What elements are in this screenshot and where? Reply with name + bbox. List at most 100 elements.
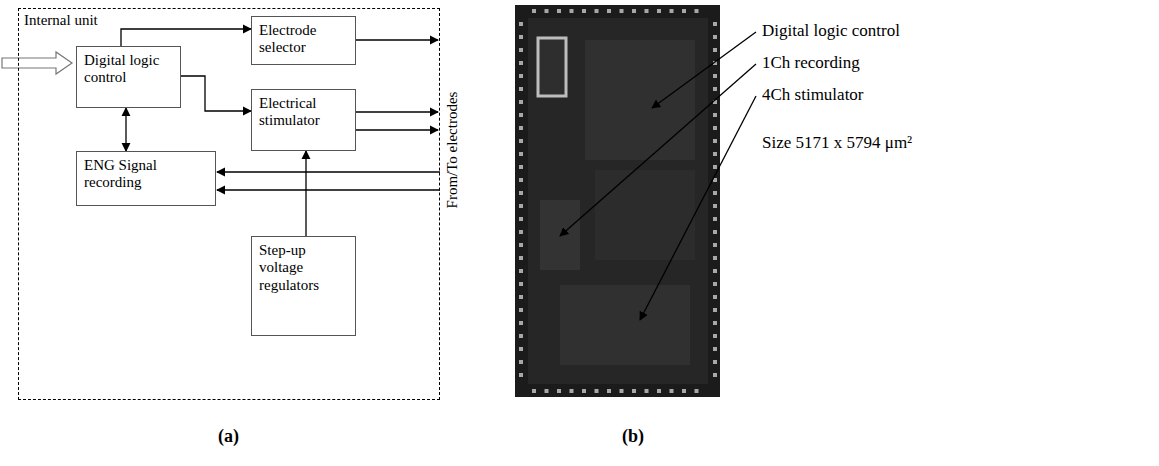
port-label: From/To electrodes	[444, 92, 461, 209]
bond-pad	[519, 139, 523, 143]
bond-pad	[519, 269, 523, 273]
bond-pad	[582, 9, 586, 13]
box-label: Electrical stimulator	[259, 95, 348, 130]
process-box: Step-up voltage regulators	[251, 236, 356, 336]
chip-block	[538, 38, 566, 96]
wire	[355, 129, 438, 130]
unit-title: Internal unit	[24, 12, 98, 29]
bond-pad	[519, 321, 523, 325]
signal-connector	[305, 151, 306, 236]
chip-photo	[515, 5, 720, 397]
bond-pad	[570, 9, 574, 13]
bond-pad	[570, 389, 574, 393]
bond-pad	[519, 373, 523, 377]
bond-pad	[713, 321, 717, 325]
bond-pad	[582, 389, 586, 393]
wire	[355, 111, 438, 112]
bond-pad	[607, 9, 611, 13]
bond-pad	[645, 389, 649, 393]
bond-pad	[632, 9, 636, 13]
chip-block	[540, 200, 580, 270]
bond-pad	[519, 230, 523, 234]
bond-pad	[682, 9, 686, 13]
bond-pad	[713, 347, 717, 351]
bond-pad	[519, 152, 523, 156]
chip-block	[595, 170, 695, 260]
bond-pad	[519, 113, 523, 117]
bond-pad	[695, 9, 699, 13]
process-box: Digital logic control	[76, 46, 181, 108]
bond-pad	[713, 243, 717, 247]
bond-pad	[519, 22, 523, 26]
callout-label: 4Ch stimulator	[762, 85, 864, 105]
bond-pad	[557, 389, 561, 393]
bond-pad	[713, 165, 717, 169]
bond-pad	[713, 48, 717, 52]
bond-pad	[713, 269, 717, 273]
unit-boundary: Internal unitDigital logic controlElectr…	[18, 8, 440, 400]
bond-pad	[557, 9, 561, 13]
bond-pad	[645, 9, 649, 13]
box-label: Digital logic control	[84, 52, 173, 87]
bond-pad	[713, 308, 717, 312]
bond-pad	[632, 389, 636, 393]
bond-pad	[519, 308, 523, 312]
bond-pad	[713, 126, 717, 130]
bond-pad	[620, 389, 624, 393]
leader-line	[560, 64, 756, 236]
bond-pad	[713, 191, 717, 195]
panel-label: (a)	[218, 426, 239, 447]
callout-label: Digital logic control	[762, 21, 900, 41]
bond-pad	[519, 165, 523, 169]
chip-block	[560, 285, 690, 365]
bond-pad	[657, 389, 661, 393]
bond-pad	[713, 256, 717, 260]
bond-pad	[519, 217, 523, 221]
bond-pad	[713, 360, 717, 364]
process-box: Electrode selector	[251, 16, 356, 65]
bond-pad	[545, 389, 549, 393]
bond-pad	[519, 243, 523, 247]
bond-pad	[519, 295, 523, 299]
signal-connector	[125, 108, 126, 151]
bond-pad	[519, 334, 523, 338]
box-label: ENG Signal recording	[84, 157, 208, 192]
bond-pad	[519, 87, 523, 91]
bond-pad	[532, 389, 536, 393]
bond-pad	[670, 9, 674, 13]
input-arrow	[2, 52, 72, 74]
bond-pad	[713, 22, 717, 26]
bond-pad	[607, 389, 611, 393]
process-box: ENG Signal recording	[76, 151, 216, 206]
callout-label: 1Ch recording	[762, 53, 860, 73]
bond-pad	[713, 152, 717, 156]
callout-label: Size 5171 x 5794 μm²	[762, 133, 912, 153]
bond-pad	[519, 178, 523, 182]
bond-pad	[519, 48, 523, 52]
chip-block	[585, 40, 695, 160]
wire	[217, 189, 440, 190]
bond-pad	[713, 217, 717, 221]
bond-pad	[713, 74, 717, 78]
bond-pad	[670, 389, 674, 393]
box-label: Step-up voltage regulators	[259, 242, 348, 294]
bond-pad	[713, 35, 717, 39]
leader-line	[652, 32, 756, 108]
process-box: Electrical stimulator	[251, 89, 356, 151]
bond-pad	[713, 373, 717, 377]
bond-pad	[532, 9, 536, 13]
bond-pad	[713, 139, 717, 143]
bond-pad	[595, 389, 599, 393]
bond-pad	[519, 360, 523, 364]
bond-pad	[519, 282, 523, 286]
bond-pad	[713, 230, 717, 234]
wire	[217, 171, 440, 172]
wire	[355, 39, 438, 40]
bond-pad	[713, 87, 717, 91]
bond-pad	[519, 347, 523, 351]
bond-pad	[519, 126, 523, 130]
bond-pad	[519, 191, 523, 195]
bond-pad	[713, 113, 717, 117]
bond-pad	[519, 35, 523, 39]
chip-core	[528, 18, 708, 384]
